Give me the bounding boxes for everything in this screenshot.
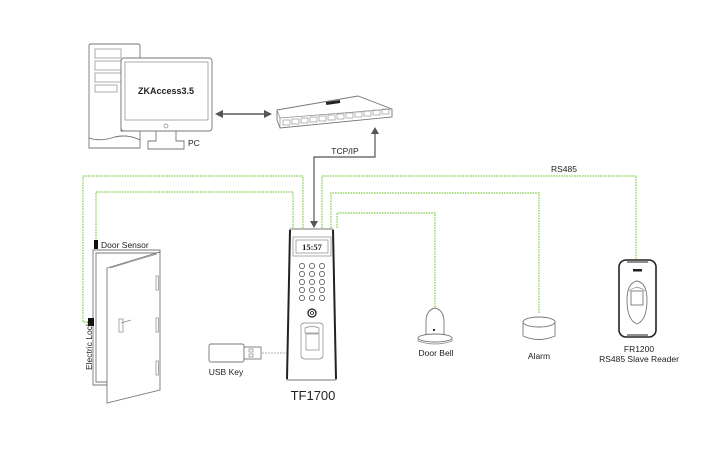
pc-tower-icon <box>88 43 141 149</box>
door-sensor-label: Door Sensor <box>101 240 149 250</box>
door-bell-label: Door Bell <box>419 348 454 358</box>
door[interactable]: Door Sensor Electric Lock <box>84 240 161 404</box>
door-sensor-icon <box>94 240 98 249</box>
alarm-label: Alarm <box>528 351 550 361</box>
fingerprint-sensor-icon <box>300 322 324 360</box>
tcpip-label: TCP/IP <box>331 146 359 156</box>
electric-lock-label: Electric Lock <box>84 321 94 370</box>
terminal-lcd-time: 15:57 <box>302 242 323 252</box>
tf1700-terminal[interactable]: 15:57 TF1700 <box>286 228 337 403</box>
pc-monitor-icon <box>120 57 213 150</box>
electric-lock-icon <box>88 318 94 326</box>
door-leaf <box>106 251 161 404</box>
wire-alarm <box>330 192 540 314</box>
door-bell[interactable]: Door Bell <box>417 307 454 358</box>
fr1200-reader[interactable]: FR1200 RS485 Slave Reader <box>599 259 679 364</box>
reader-label-desc: RS485 Slave Reader <box>599 354 679 364</box>
door-handle-icon <box>118 318 132 333</box>
tcpip-line <box>313 133 376 222</box>
terminal-keypad <box>299 263 325 301</box>
wire-door-sensor <box>95 191 294 240</box>
switch-ports <box>282 108 390 126</box>
tcpip-arrow-up <box>371 127 379 134</box>
wire-door-bell <box>336 212 436 308</box>
pc-screen-text: ZKAccess3.5 <box>138 86 194 96</box>
rs485-label: RS485 <box>551 164 577 174</box>
pc-label: PC <box>188 138 200 148</box>
alarm-icon <box>522 316 556 340</box>
reader-label-model: FR1200 <box>624 344 655 354</box>
wires <box>82 175 637 354</box>
alarm[interactable]: Alarm <box>522 316 556 361</box>
tcpip-link: TCP/IP <box>310 127 379 228</box>
wire-rs485 <box>321 175 637 262</box>
usb-key-label: USB Key <box>209 367 244 377</box>
fr1200-reader-icon <box>618 259 657 338</box>
power-button-icon <box>307 308 317 318</box>
network-switch-icon[interactable] <box>276 95 393 129</box>
door-bell-icon <box>417 307 453 345</box>
usb-key-icon <box>208 343 245 363</box>
usb-key[interactable]: USB Key <box>208 343 262 377</box>
door-frame <box>92 249 161 386</box>
wire-electric-lock <box>82 175 304 323</box>
tcpip-arrow-down <box>310 221 318 228</box>
pc[interactable]: ZKAccess3.5 PC <box>88 43 213 150</box>
terminal-label: TF1700 <box>291 388 336 403</box>
